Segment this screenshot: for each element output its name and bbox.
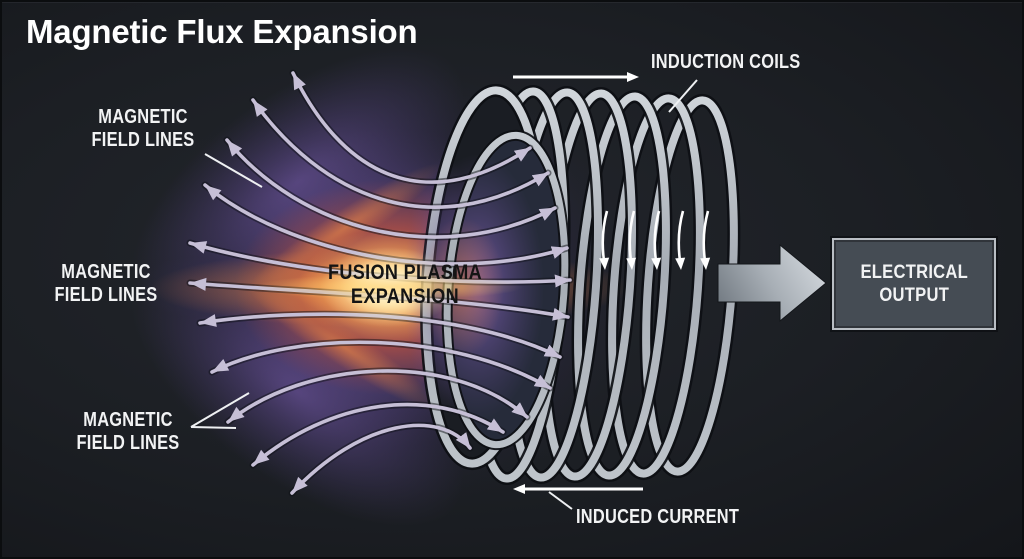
field-line: [290, 423, 472, 495]
label-line: ELECTRICAL: [860, 261, 968, 283]
label-line: OUTPUT: [879, 284, 949, 306]
label-line: MAGNETIC: [61, 261, 151, 283]
pointer-induced-current: [548, 491, 573, 510]
field-line: [226, 369, 529, 424]
electrical-output-box: ELECTRICAL OUTPUT: [832, 238, 996, 330]
page-title: Magnetic Flux Expansion: [26, 13, 418, 50]
pointer-induction-coils: [668, 79, 698, 113]
label-line: EXPANSION: [350, 284, 460, 308]
field-line: [251, 98, 550, 209]
label-induced-current: INDUCED CURRENT: [576, 506, 740, 528]
coil-current-arrow: [702, 210, 710, 262]
winding-direction-arrow: [513, 72, 639, 82]
label-line: MAGNETIC: [98, 106, 188, 128]
label-line: FIELD LINES: [54, 284, 158, 306]
coil-current-arrow: [677, 210, 685, 262]
field-line: [225, 138, 557, 239]
pointer-magnetic-top: [204, 153, 263, 188]
label-magnetic-field-lines-middle: MAGNETIC FIELD LINES: [32, 261, 180, 307]
label-line: FUSION PLASMA: [328, 261, 482, 284]
plasma-core-bloom: [253, 247, 523, 327]
electrical-output-arrow: [717, 243, 827, 323]
field-line: [251, 402, 505, 467]
field-line: [210, 340, 552, 390]
induced-current-arrow: [513, 484, 643, 494]
coil-current-arrow: [601, 210, 609, 262]
label-line: MAGNETIC: [83, 409, 173, 431]
pointer-magnetic-bottom: [190, 392, 250, 429]
label-induction-coils: INDUCTION COILS: [651, 51, 801, 73]
label-line: FIELD LINES: [91, 129, 195, 151]
label-line: FIELD LINES: [76, 432, 180, 454]
label-magnetic-field-lines-top: MAGNETIC FIELD LINES: [69, 106, 217, 152]
label-magnetic-field-lines-bottom: MAGNETIC FIELD LINES: [54, 409, 202, 455]
label-pointer-lines: [190, 79, 698, 510]
coil-current-arrow: [653, 210, 661, 262]
coil-current-arrows: [599, 210, 711, 271]
field-line: [291, 71, 532, 184]
label-fusion-plasma-expansion: FUSION PLASMA EXPANSION: [317, 261, 492, 308]
coil-current-arrow: [628, 210, 636, 262]
